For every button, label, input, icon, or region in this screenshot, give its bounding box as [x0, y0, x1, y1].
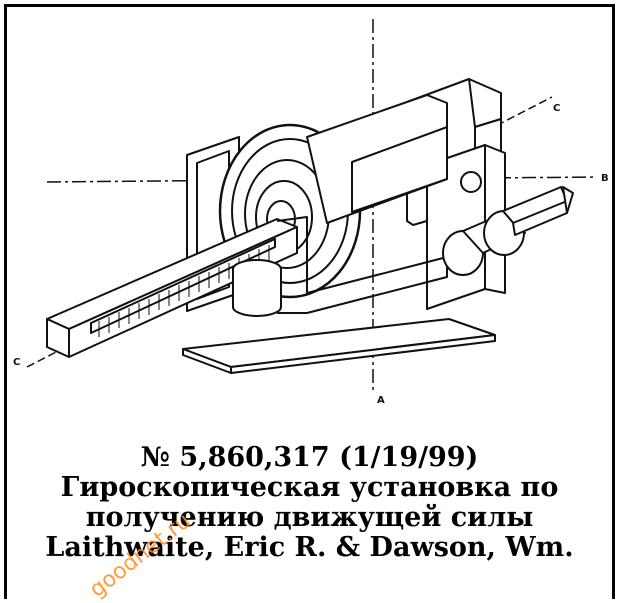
- patent-caption: № 5,860,317 (1/19/99) Гироскопическая ус…: [7, 443, 612, 563]
- patent-title-line1: Гироскопическая установка по: [60, 472, 559, 503]
- axis-label-c-bottom: C: [13, 357, 20, 368]
- patent-inventors: Laithwaite, Eric R. & Dawson, Wm.: [45, 532, 574, 563]
- patent-drawing: A B C C: [13, 19, 609, 406]
- patent-number: № 5,860,317 (1/19/99): [140, 442, 479, 473]
- document-frame: A B C C № 5,860,317 (1/19/99) Гироскопич…: [4, 4, 615, 603]
- axis-label-b: B: [601, 173, 609, 184]
- axis-label-c-top: C: [553, 103, 560, 114]
- axis-label-a: A: [377, 395, 385, 406]
- patent-title-line2: получению движущей силы: [85, 502, 534, 533]
